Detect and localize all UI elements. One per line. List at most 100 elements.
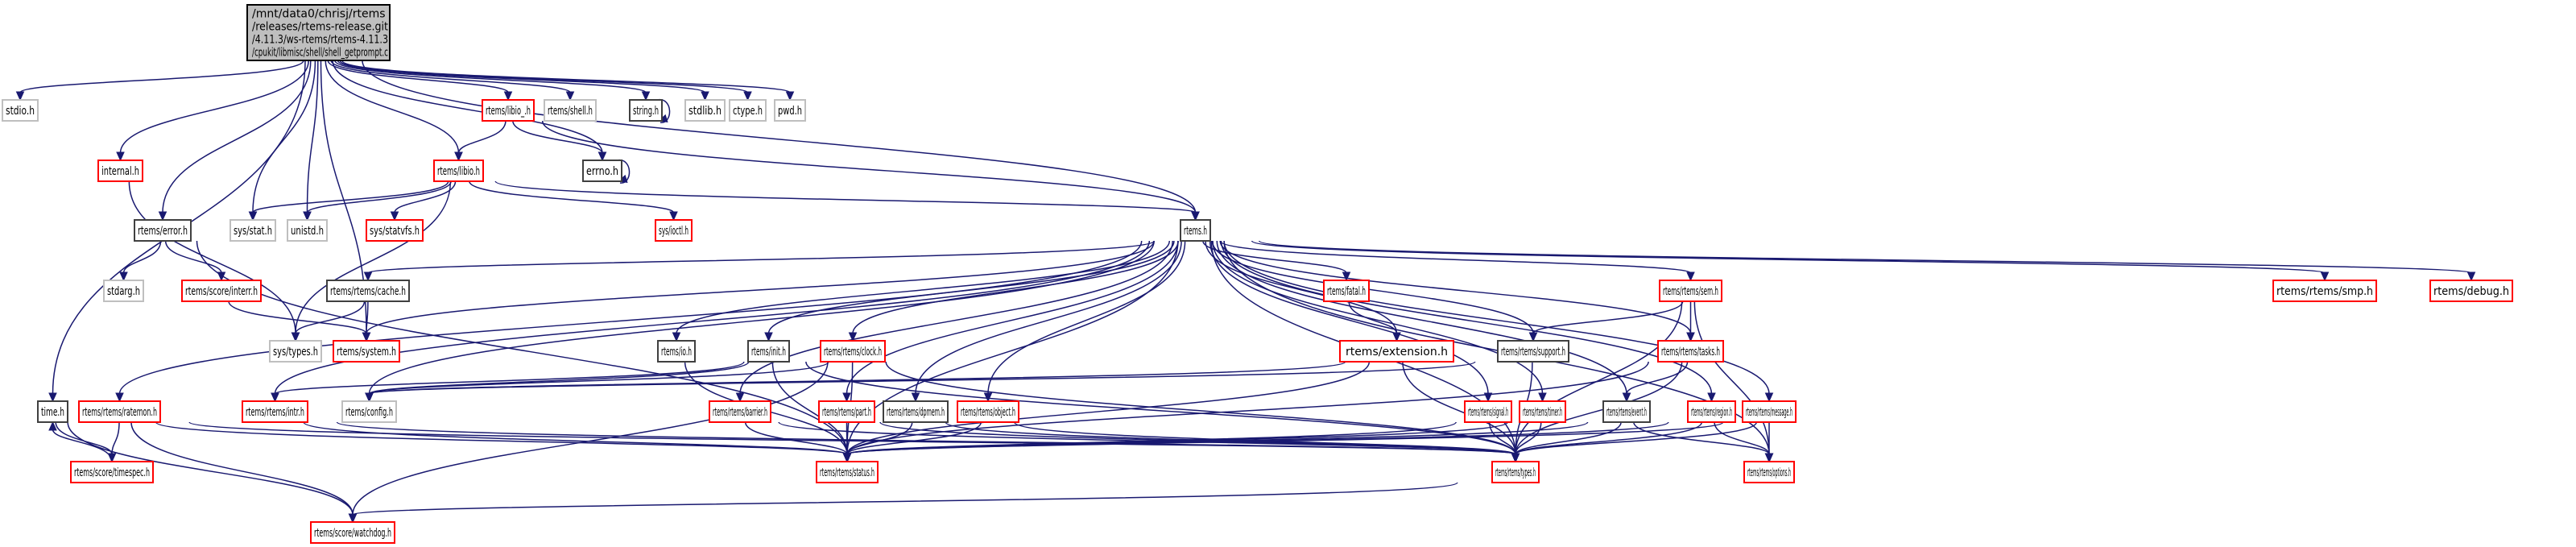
edge-rtems-to-dpmem bbox=[911, 240, 1182, 403]
edge-line bbox=[368, 361, 1476, 395]
edge-line bbox=[1348, 300, 1398, 334]
node-box bbox=[657, 340, 696, 363]
node-rtems[interactable]: rtems.h bbox=[1180, 219, 1211, 242]
edge-region-to-options bbox=[1714, 421, 1774, 463]
node-time[interactable]: time.h bbox=[37, 400, 68, 423]
node-stdarg[interactable]: stdarg.h bbox=[103, 280, 144, 302]
edge-root-to-error bbox=[158, 60, 312, 222]
node-libio[interactable]: rtems/libio.h bbox=[433, 160, 484, 182]
edge-line bbox=[1515, 421, 1542, 455]
edge-interr-to-system bbox=[228, 300, 371, 342]
node-label: rtems/rtems/message.h bbox=[1746, 406, 1792, 419]
arrowhead-icon bbox=[291, 332, 300, 342]
edge-line bbox=[1515, 361, 1683, 455]
node-system[interactable]: rtems/system.h bbox=[333, 340, 400, 363]
node-error[interactable]: rtems/error.h bbox=[134, 219, 192, 242]
node-label: rtems/rtems/intr.h bbox=[246, 406, 304, 419]
node-label: rtems/rtems/cache.h bbox=[330, 285, 406, 298]
node-statvfs[interactable]: sys/statvfs.h bbox=[366, 219, 424, 242]
node-types[interactable]: rtems/rtems/types.h bbox=[1491, 461, 1540, 483]
node-extension[interactable]: rtems/extension.h bbox=[1339, 340, 1454, 363]
node-label: rtems/extension.h bbox=[1346, 346, 1448, 358]
arrowhead-icon bbox=[1191, 211, 1200, 222]
node-event[interactable]: rtems/rtems/event.h bbox=[1602, 400, 1651, 423]
node-label: ctype.h bbox=[733, 105, 763, 118]
node-dpmem[interactable]: rtems/rtems/dpmem.h bbox=[883, 400, 949, 423]
node-support[interactable]: rtems/rtems/support.h bbox=[1497, 340, 1569, 363]
node-box bbox=[134, 219, 192, 242]
node-errno[interactable]: errno.h bbox=[582, 160, 622, 182]
edge-line bbox=[306, 60, 319, 213]
node-shell[interactable]: rtems/shell.h bbox=[544, 99, 597, 122]
node-options[interactable]: rtems/rtems/options.h bbox=[1743, 461, 1795, 483]
edge-line bbox=[846, 421, 982, 455]
node-smp[interactable]: rtems/rtems/smp.h bbox=[2272, 280, 2377, 302]
arrowhead-icon bbox=[2466, 271, 2476, 282]
node-box bbox=[747, 340, 790, 363]
arrowhead-icon bbox=[669, 211, 678, 222]
node-region[interactable]: rtems/rtems/region.h bbox=[1687, 400, 1736, 423]
node-object[interactable]: rtems/rtems/object.h bbox=[957, 400, 1019, 423]
node-label: rtems/rtems/object.h bbox=[961, 406, 1015, 419]
node-fatal[interactable]: rtems/fatal.h bbox=[1323, 280, 1370, 302]
node-config[interactable]: rtems/config.h bbox=[341, 400, 397, 423]
node-box bbox=[78, 400, 161, 423]
edge-line bbox=[846, 361, 1371, 455]
arrowhead-icon bbox=[365, 392, 374, 403]
node-string[interactable]: string.h bbox=[629, 99, 663, 122]
node-box bbox=[1742, 400, 1797, 423]
edge-line bbox=[1515, 421, 1622, 455]
node-watchdog[interactable]: rtems/score/watchdog.h bbox=[310, 521, 395, 544]
edge-libio-to-statvfs bbox=[390, 180, 457, 222]
node-timer[interactable]: rtems/rtems/timer.h bbox=[1519, 400, 1566, 423]
node-part[interactable]: rtems/rtems/part.h bbox=[818, 400, 875, 423]
node-signal[interactable]: rtems/rtems/signal.h bbox=[1464, 400, 1512, 423]
edge-tasks-to-event bbox=[1622, 361, 1689, 403]
node-systypes[interactable]: sys/types.h bbox=[269, 340, 322, 363]
node-ratemon[interactable]: rtems/rtems/ratemon.h bbox=[78, 400, 161, 423]
node-timespec[interactable]: rtems/score/timespec.h bbox=[70, 461, 154, 483]
edge-line bbox=[367, 240, 1155, 274]
node-debug[interactable]: rtems/debug.h bbox=[2429, 280, 2513, 302]
edge-line bbox=[394, 180, 457, 213]
node-clock[interactable]: rtems/rtems/clock.h bbox=[820, 340, 886, 363]
node-unistd[interactable]: unistd.h bbox=[287, 219, 328, 242]
node-cache[interactable]: rtems/rtems/cache.h bbox=[326, 280, 410, 302]
node-libio_[interactable]: rtems/libio_.h bbox=[482, 99, 535, 122]
edge-line bbox=[325, 60, 460, 154]
node-label: sys/ioctl.h bbox=[659, 225, 688, 238]
node-init[interactable]: rtems/init.h bbox=[747, 340, 790, 363]
node-status[interactable]: rtems/rtems/status.h bbox=[816, 461, 879, 483]
edge-line bbox=[330, 60, 571, 93]
node-label: sys/statvfs.h bbox=[370, 225, 420, 238]
node-intr[interactable]: rtems/rtems/intr.h bbox=[242, 400, 308, 423]
node-sysstat[interactable]: sys/stat.h bbox=[229, 219, 276, 242]
node-box bbox=[326, 280, 410, 302]
edge-line bbox=[336, 421, 1516, 455]
node-barrier[interactable]: rtems/rtems/barrier.h bbox=[709, 400, 771, 423]
edge-root-to-pwd bbox=[341, 60, 795, 102]
edge-libio_-to-errno bbox=[512, 120, 607, 162]
node-io[interactable]: rtems/io.h bbox=[657, 340, 696, 363]
arrowhead-icon bbox=[363, 271, 373, 282]
node-message[interactable]: rtems/rtems/message.h bbox=[1742, 400, 1797, 423]
node-stdlib[interactable]: stdlib.h bbox=[684, 99, 726, 122]
node-ioctl[interactable]: sys/ioctl.h bbox=[655, 219, 693, 242]
edge-line bbox=[541, 120, 1197, 213]
node-label: stdarg.h bbox=[107, 285, 140, 298]
arrowhead-icon bbox=[1707, 392, 1716, 403]
node-pwd[interactable]: pwd.h bbox=[774, 99, 806, 122]
edge-line bbox=[1209, 240, 1489, 395]
node-internal[interactable]: internal.h bbox=[97, 160, 143, 182]
node-label: rtems/io.h bbox=[661, 346, 692, 358]
node-label: rtems/rtems/smp.h bbox=[2276, 285, 2373, 298]
node-interr[interactable]: rtems/score/interr.h bbox=[181, 280, 262, 302]
node-stdio[interactable]: stdio.h bbox=[2, 99, 39, 122]
node-ctype[interactable]: ctype.h bbox=[729, 99, 767, 122]
edges-layer bbox=[15, 60, 2476, 524]
node-box bbox=[287, 219, 328, 242]
node-box bbox=[818, 400, 875, 423]
edge-line bbox=[306, 180, 452, 213]
node-sem[interactable]: rtems/rtems/sem.h bbox=[1659, 280, 1722, 302]
node-tasks[interactable]: rtems/rtems/tasks.h bbox=[1657, 340, 1724, 363]
